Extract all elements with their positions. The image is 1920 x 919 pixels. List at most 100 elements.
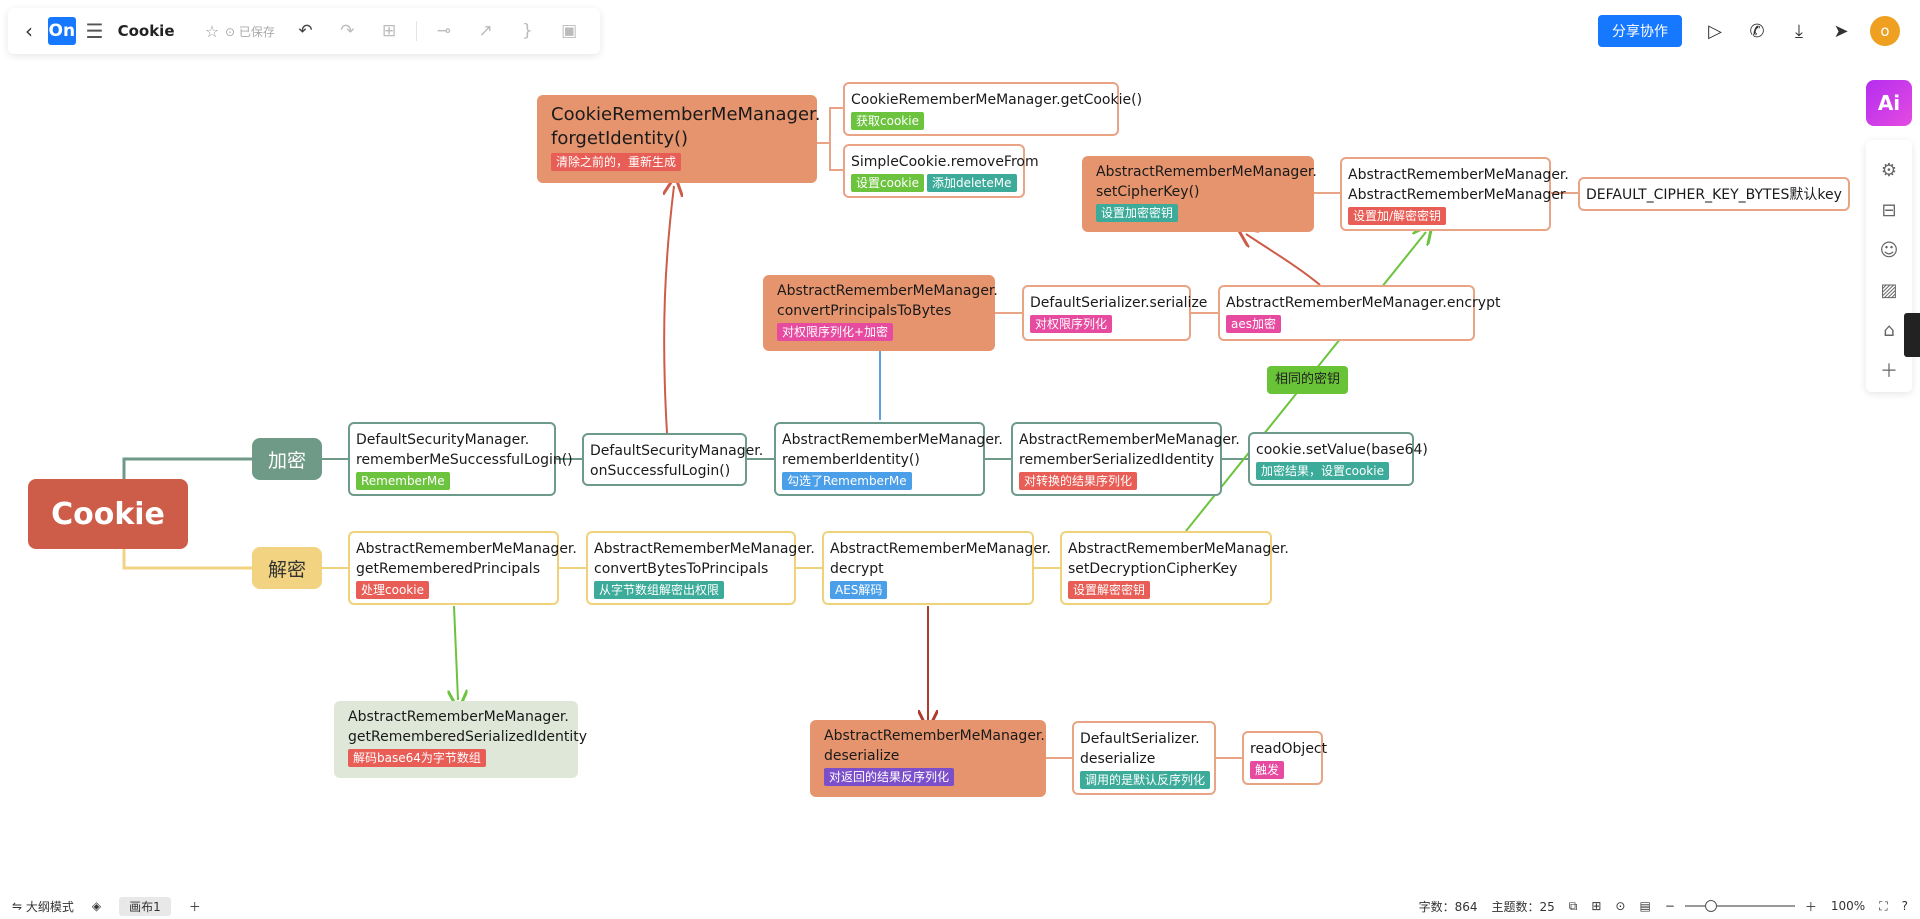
tag-icon[interactable]: ⌂ — [1883, 319, 1895, 341]
root-topic[interactable]: Cookie — [28, 479, 188, 549]
add-canvas-icon[interactable]: ＋ — [188, 899, 201, 914]
topic-tag[interactable]: 设置解密密钥 — [1068, 581, 1151, 599]
back-chevron-icon[interactable]: ‹ — [24, 19, 33, 43]
topic-set-decryption-cipher-key[interactable]: AbstractRememberMeManager. setDecryption… — [1060, 531, 1289, 605]
relation-line-icon[interactable]: ↗ — [478, 21, 493, 41]
topic-tag[interactable]: 触发 — [1250, 761, 1285, 779]
canvas-tab[interactable]: 画布1 — [119, 896, 171, 916]
zoom-slider-handle[interactable] — [1704, 900, 1717, 912]
fit-view-icon[interactable]: ⧉ — [1568, 898, 1578, 913]
topic-default-cipher-key[interactable]: DEFAULT_CIPHER_KEY_BYTES默认key — [1578, 177, 1850, 211]
topic-tag[interactable]: 从字节数组解密出权限 — [594, 581, 725, 599]
topic-text: AbstractRememberMeManager. getRemembered… — [356, 541, 577, 577]
root-to-decrypt-link — [122, 549, 252, 570]
present-icon[interactable]: ▷ — [1708, 20, 1722, 42]
topic-tag[interactable]: 调用的是默认反序列化 — [1080, 771, 1211, 789]
topic-get-remembered-serialized-identity[interactable]: AbstractRememberMeManager. getRemembered… — [334, 701, 587, 778]
topic-tags: AES解码 — [830, 581, 1026, 599]
topic-tag[interactable]: 处理cookie — [356, 581, 429, 599]
topic-forget-identity[interactable]: CookieRememberMeManager. forgetIdentity(… — [537, 95, 820, 183]
zoom-slider[interactable] — [1684, 900, 1795, 912]
topic-tag[interactable]: 对权限序列化+加密 — [777, 323, 894, 341]
download-icon[interactable]: ⤓ — [1795, 20, 1803, 42]
locate-icon[interactable]: ⊙ — [1615, 899, 1626, 913]
app-logo[interactable]: On — [47, 17, 76, 45]
topic-tags: 对返回的结果反序列化 — [824, 768, 1032, 786]
style-settings-icon[interactable]: ⚙ — [1880, 159, 1898, 181]
topic-get-cookie[interactable]: CookieRememberMeManager.getCookie() 获取coo… — [843, 82, 1143, 136]
topic-tag[interactable]: 对转换的结果序列化 — [1019, 472, 1138, 490]
topic-text: AbstractRememberMeManager. deserialize — [824, 728, 1045, 764]
topic-set-cipher-key[interactable]: AbstractRememberMeManager. setCipherKey(… — [1082, 156, 1317, 232]
undo-icon[interactable]: ↶ — [298, 21, 313, 41]
structure-icon[interactable]: ⊟ — [1881, 199, 1897, 221]
topic-remember-serialized-identity[interactable]: AbstractRememberMeManager. rememberSeria… — [1011, 422, 1240, 496]
layers-icon[interactable]: ◈ — [91, 899, 102, 913]
share-collaborate-button[interactable]: 分享协作 — [1598, 15, 1682, 47]
star-icon[interactable]: ☆ — [204, 21, 220, 41]
topic-on-successful-login[interactable]: DefaultSecurityManager. onSuccessfulLogi… — [582, 433, 763, 486]
topic-tag[interactable]: 获取cookie — [851, 112, 924, 130]
emoji-icon[interactable]: ☺ — [1879, 239, 1899, 261]
topic-tag[interactable]: AES解码 — [830, 581, 888, 599]
topic-remember-identity[interactable]: AbstractRememberMeManager. rememberIdent… — [774, 422, 1003, 496]
zoom-in-icon[interactable]: ＋ — [1804, 899, 1817, 914]
menu-icon[interactable]: ☰ — [85, 19, 104, 43]
topic-tag[interactable]: 勾选了RememberMe — [782, 472, 912, 490]
topic-remember-me-constructor[interactable]: AbstractRememberMeManager. AbstractRemem… — [1340, 157, 1569, 231]
ai-assistant-button[interactable]: Ai — [1866, 80, 1912, 126]
topic-convert-bytes-to-principals[interactable]: AbstractRememberMeManager. convertBytesT… — [586, 531, 815, 605]
topic-tags: 设置加/解密密钥 — [1348, 207, 1543, 225]
topic-get-remembered-principals[interactable]: AbstractRememberMeManager. getRemembered… — [348, 531, 577, 605]
topic-deserialize[interactable]: AbstractRememberMeManager. deserialize 对返… — [810, 720, 1046, 797]
root-to-encrypt-link — [122, 457, 252, 479]
topic-tag[interactable]: 设置加密密钥 — [1096, 204, 1179, 222]
topic-tag[interactable]: 设置cookie — [851, 174, 924, 192]
fullscreen-icon[interactable]: ⛶ — [1879, 898, 1888, 913]
topic-tag[interactable]: 加密结果，设置cookie — [1256, 462, 1389, 480]
topic-serializer-serialize[interactable]: DefaultSerializer.serialize 对权限序列化 — [1022, 285, 1208, 341]
layout-icon[interactable]: ⊞ — [1591, 899, 1602, 913]
map-icon[interactable]: ▤ — [1639, 899, 1651, 913]
branch-decrypt[interactable]: 解密 — [252, 547, 322, 589]
topic-cookie-set-value[interactable]: cookie.setValue(base64)加密结果，设置cookie — [1248, 432, 1428, 486]
topic-text: CookieRememberMeManager.getCookie() — [851, 92, 1143, 108]
topic-convert-principals-to-bytes[interactable]: AbstractRememberMeManager. convertPrinci… — [763, 275, 998, 351]
add-icon[interactable]: ＋ — [1880, 361, 1898, 382]
branch-encrypt[interactable]: 加密 — [252, 438, 322, 480]
topic-tags: 调用的是默认反序列化 — [1080, 771, 1211, 789]
topic-tag[interactable]: 对权限序列化 — [1030, 315, 1113, 333]
help-icon[interactable]: ? — [1901, 899, 1908, 913]
topic-text: AbstractRememberMeManager. convertPrinci… — [777, 283, 998, 319]
topic-tag[interactable]: 清除之前的，重新生成 — [551, 153, 682, 171]
zoom-out-icon[interactable]: − — [1664, 899, 1675, 913]
topic-text: DefaultSerializer.serialize — [1030, 295, 1208, 311]
format-painter-icon[interactable]: ⊞ — [381, 21, 397, 41]
outline-mode-button[interactable]: ⇋ 大纲模式 — [12, 899, 74, 914]
topic-tag[interactable]: 解码base64为字节数组 — [348, 749, 486, 767]
document-title[interactable]: Cookie — [117, 22, 175, 40]
avatar[interactable]: o — [1870, 16, 1900, 46]
image-icon[interactable]: ▨ — [1880, 279, 1898, 301]
summary-icon[interactable]: } — [521, 21, 533, 41]
topic-remember-me-successful-login[interactable]: DefaultSecurityManager. rememberMeSucces… — [348, 422, 573, 496]
topic-tag[interactable]: 添加deleteMe — [926, 174, 1017, 192]
topic-text: DEFAULT_CIPHER_KEY_BYTES默认key — [1586, 187, 1842, 203]
topic-tag[interactable]: aes加密 — [1226, 315, 1281, 333]
topic-tag[interactable]: 对返回的结果反序列化 — [824, 768, 955, 786]
topic-tag[interactable]: RememberMe — [356, 472, 450, 490]
topic-tag[interactable]: 设置加/解密密钥 — [1348, 207, 1447, 225]
redo-icon[interactable]: ↷ — [340, 21, 355, 41]
side-panel-toggle[interactable] — [1904, 313, 1920, 357]
same-key-label[interactable]: 相同的密钥 — [1267, 366, 1349, 394]
connector-icon[interactable]: ⊸ — [436, 21, 451, 41]
frame-icon[interactable]: ▣ — [561, 21, 578, 41]
phone-icon[interactable]: ✆ — [1749, 20, 1765, 42]
topic-text: AbstractRememberMeManager. setDecryption… — [1068, 541, 1289, 577]
send-icon[interactable]: ➤ — [1833, 20, 1849, 42]
